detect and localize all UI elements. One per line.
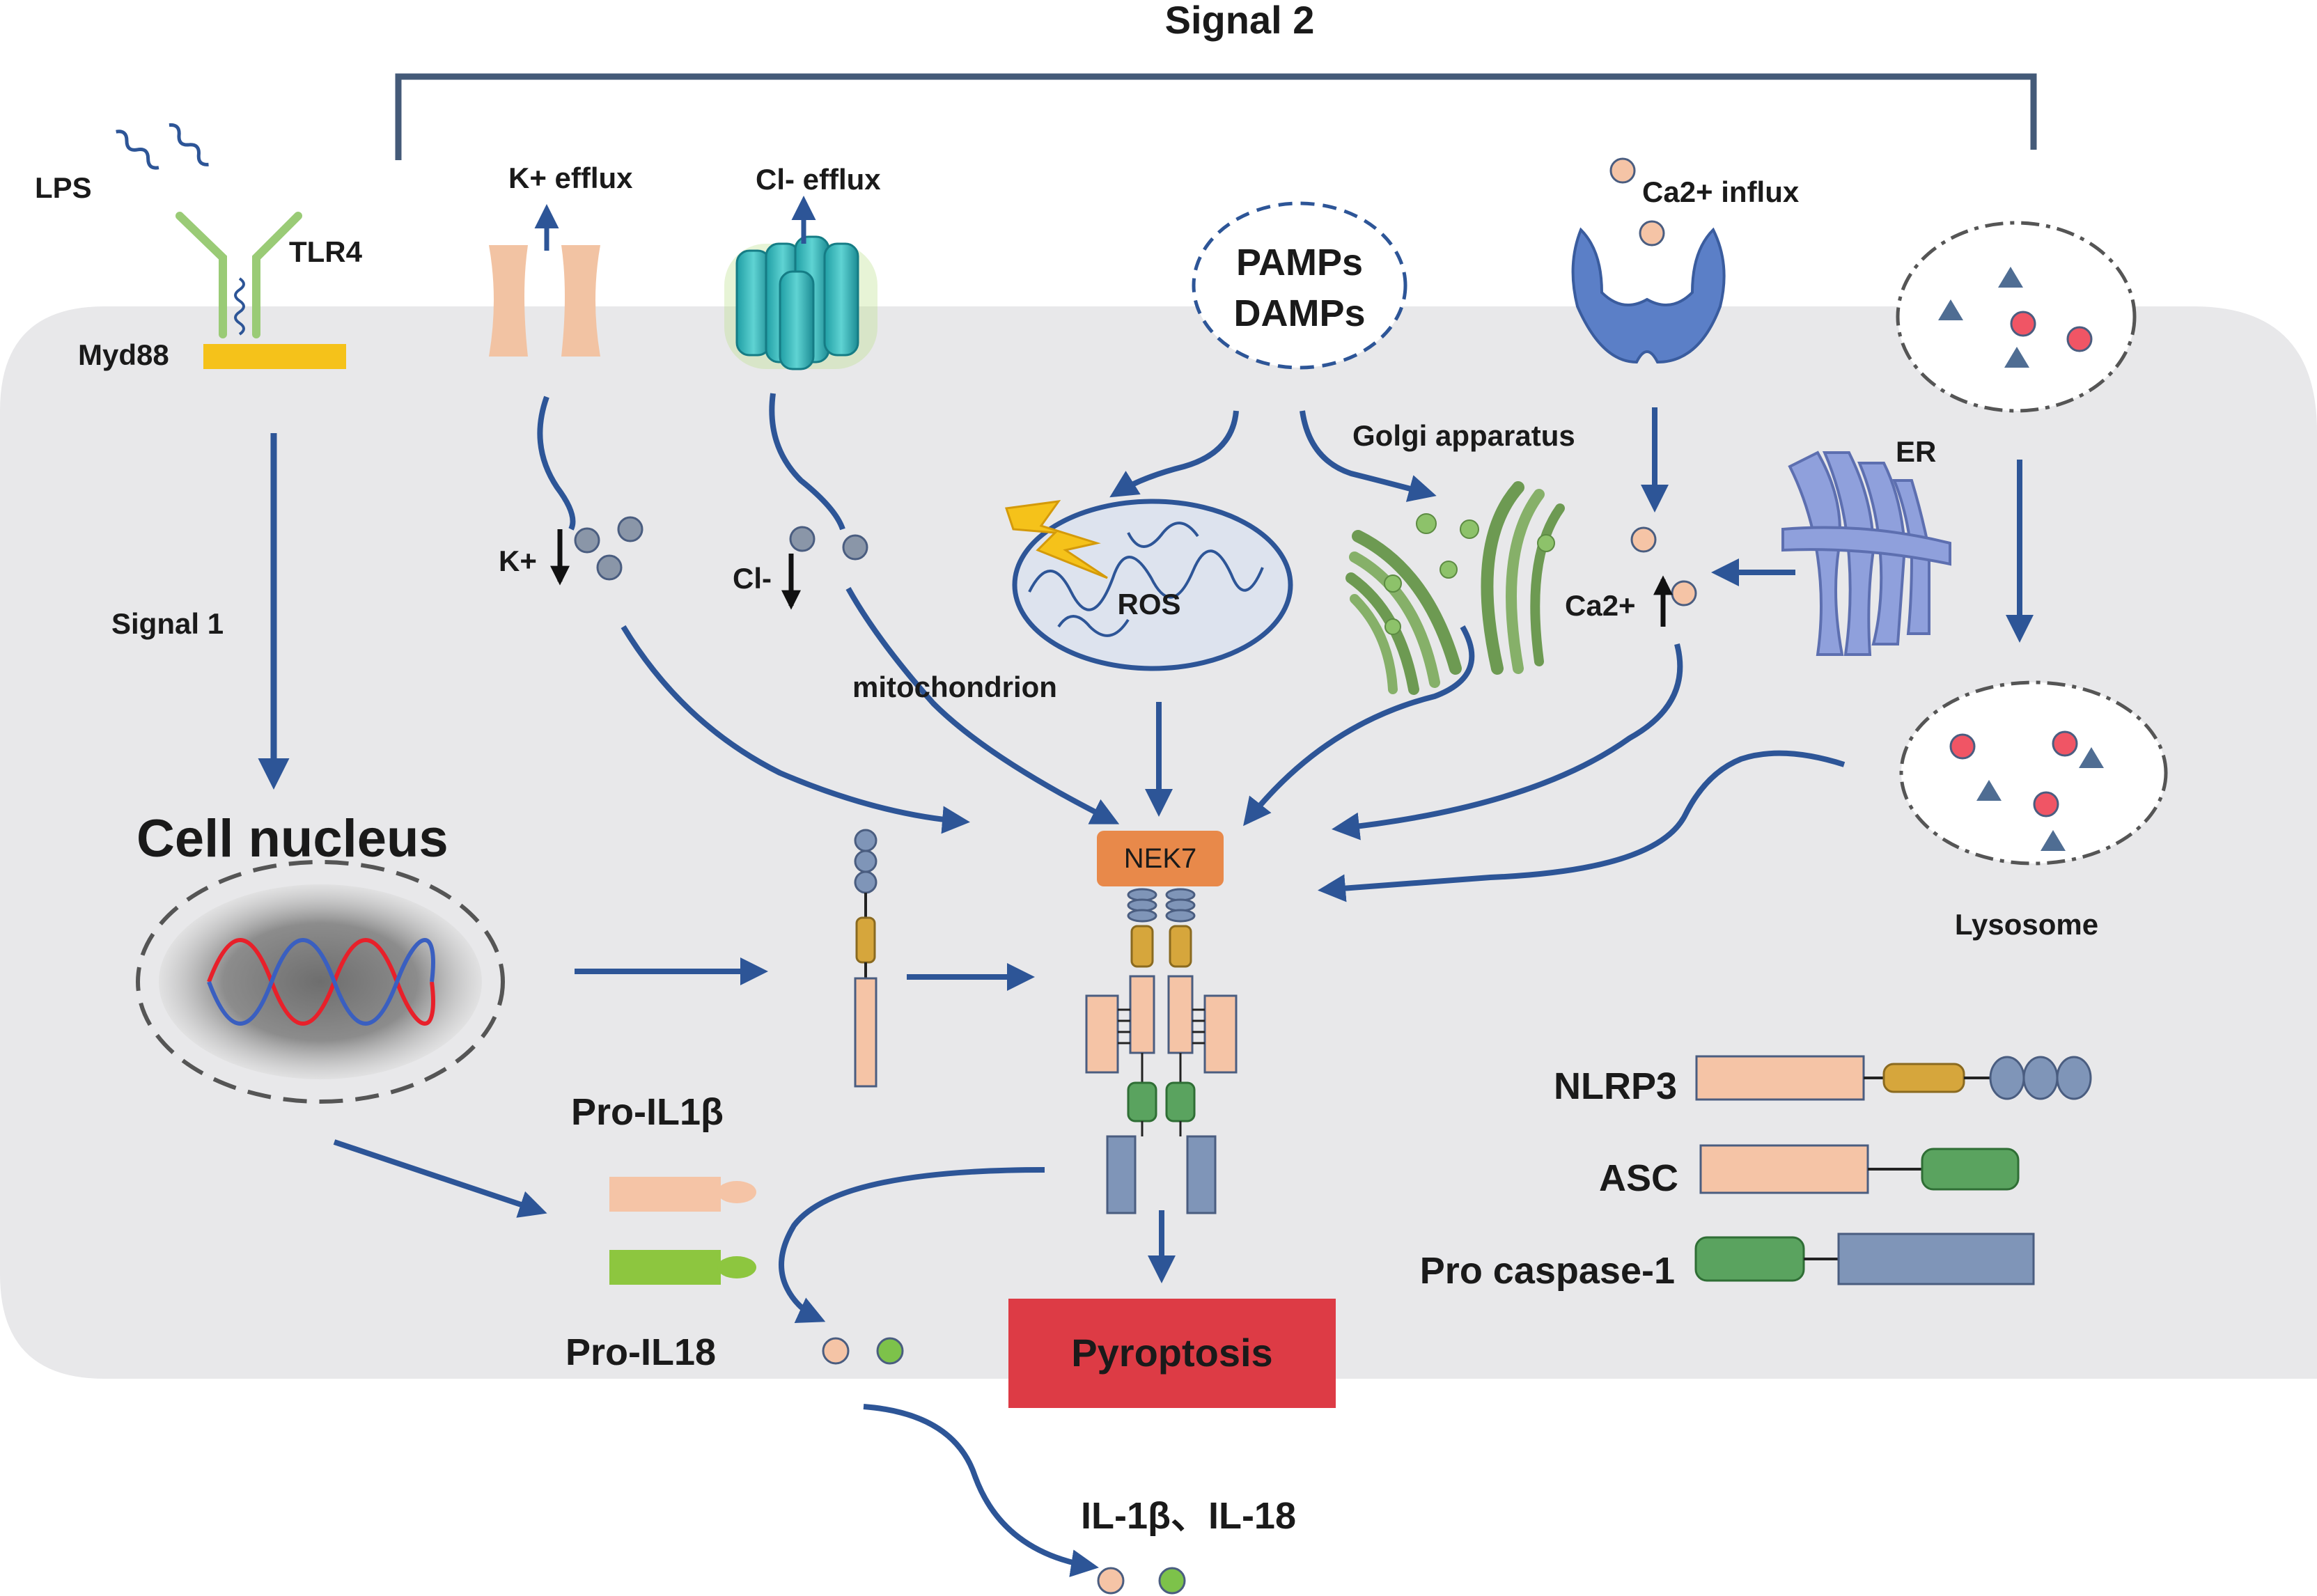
lysosome-bottom [1899, 680, 2168, 866]
golgi-apparatus [1345, 481, 1565, 695]
lysosome-top-contents [1938, 267, 2093, 368]
legend-asc: ASC [1599, 1144, 2020, 1199]
ca-ion [1639, 220, 1665, 247]
k-ions [574, 516, 643, 581]
nucleus-to-proil-arrow [333, 1139, 547, 1218]
pamps-to-golgi-arrow [1300, 410, 1437, 502]
lps-label: LPS [35, 171, 92, 204]
golgi-vesicles [1384, 513, 1555, 635]
myd88-label: Myd88 [78, 338, 169, 371]
legend-pro-caspase1: Pro caspase-1 [1420, 1233, 2035, 1292]
mito-cristae [1028, 522, 1264, 637]
mitochondrion [1012, 499, 1293, 671]
ca-channel [1571, 227, 1726, 364]
pro-il18-label: Pro-IL18 [565, 1331, 716, 1373]
pamps-damps-bubble [1192, 201, 1407, 370]
legend-pro-caspase1-label: Pro caspase-1 [1420, 1250, 1675, 1292]
pyroptosis-box [1008, 1299, 1336, 1408]
mature-il1b-dot [822, 1337, 850, 1365]
nek7-box [1097, 831, 1224, 886]
cl-efflux-label: Cl- efflux [756, 163, 881, 196]
pro-il18-shape [609, 1250, 756, 1285]
tlr4-label: TLR4 [289, 235, 363, 268]
inflammasome-complex [1085, 888, 1238, 1214]
secreted-cytokines-label: IL-1β、IL-18 [1081, 1495, 1296, 1537]
cl-ions [789, 526, 868, 561]
complex-to-cytokine-arrow [779, 1167, 1045, 1323]
pro-il1b-label: Pro-IL1β [571, 1091, 724, 1133]
k-low-label: K+ [499, 545, 537, 577]
signal2-label: Signal 2 [1165, 0, 1315, 42]
ca-ion [1609, 157, 1636, 184]
dna-helix [207, 938, 435, 1026]
lysosome-label: Lysosome [1955, 908, 2098, 941]
pro-il1b-shape [609, 1177, 756, 1212]
pamps-label: PAMPs [1236, 242, 1363, 283]
lysosome-to-nek7-arrow [1318, 750, 1846, 902]
legend-asc-label: ASC [1599, 1157, 1678, 1199]
nucleus-chromatin [159, 884, 482, 1079]
secretion-arrow [863, 1404, 1099, 1577]
signal2-bracket [395, 73, 2037, 160]
legend-nlrp3: NLRP3 [1554, 1055, 2092, 1107]
er-label: ER [1896, 435, 1936, 468]
lysosome-bottom-contents [1949, 730, 2104, 851]
k-channel [489, 245, 600, 357]
k-path [537, 396, 576, 531]
ca-ion [1671, 580, 1697, 607]
golgi-label: Golgi apparatus [1352, 419, 1575, 452]
pyroptosis-label: Pyroptosis [1071, 1331, 1272, 1375]
lps-molecules [116, 123, 209, 170]
k-efflux-label: K+ efflux [508, 162, 633, 194]
cl-low-label: Cl- [733, 562, 772, 595]
lightning-icon [1005, 500, 1108, 579]
mitochondrion-label: mitochondrion [852, 671, 1057, 703]
ca-to-nek7-arrow [1332, 643, 1683, 840]
mature-il18-dot [876, 1337, 904, 1365]
tlr4-coil [234, 277, 245, 336]
nucleus-label: Cell nucleus [136, 809, 448, 868]
ros-label: ROS [1117, 588, 1180, 620]
nek7-label: NEK7 [1124, 843, 1197, 874]
cl-to-nek7-arrow [845, 587, 1120, 824]
ca-influx-label: Ca2+ influx [1642, 175, 1800, 208]
secreted-il18-dot [1158, 1567, 1186, 1595]
golgi-to-nek7-arrow [1243, 625, 1475, 827]
er-organelle [1781, 451, 1951, 656]
ca-ion [1630, 526, 1657, 553]
myd88-bar [203, 344, 346, 369]
ca-high-label: Ca2+ [1565, 589, 1636, 622]
nucleus-envelope [136, 860, 505, 1104]
secreted-il1b-dot [1097, 1567, 1125, 1595]
cl-channel [724, 235, 877, 370]
cl-path [769, 393, 845, 531]
legend-nlrp3-label: NLRP3 [1554, 1065, 1677, 1107]
pamps-to-mito-arrow [1109, 410, 1239, 498]
signal1-label: Signal 1 [111, 607, 224, 640]
nlrp3-monomer [854, 829, 877, 1088]
tlr4-receptor [175, 212, 302, 338]
k-to-nek7-arrow [621, 625, 970, 834]
damps-label: DAMPs [1233, 292, 1365, 334]
